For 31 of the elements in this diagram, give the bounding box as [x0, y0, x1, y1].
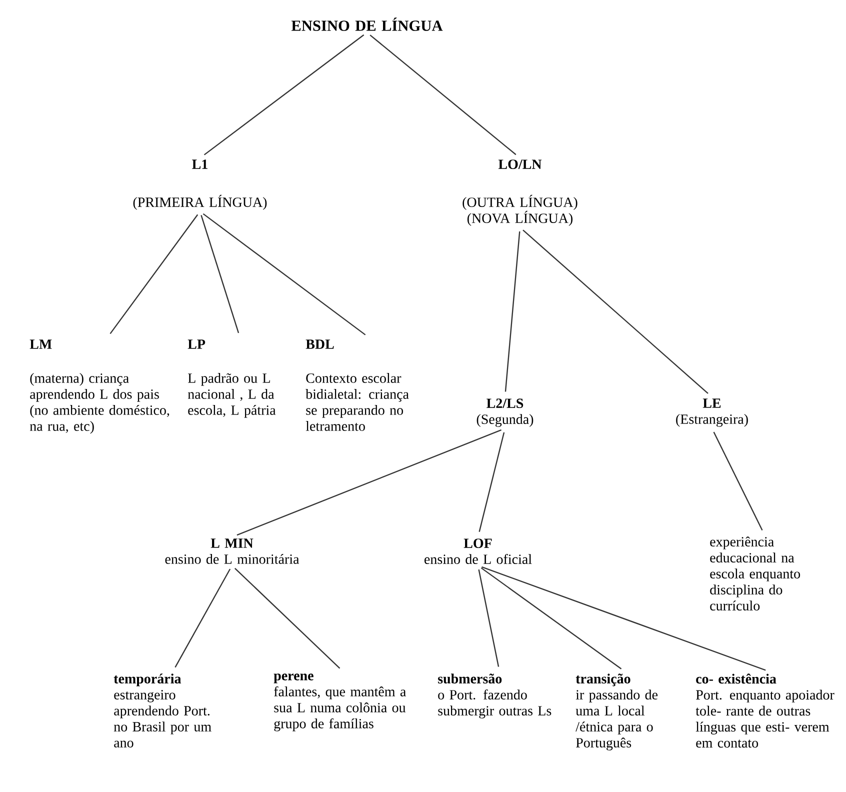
connector-line — [522, 230, 708, 394]
node-text: temporária estrangeiro aprendendo Port. no Brasil por um ano — [114, 674, 212, 748]
connector-line — [504, 231, 520, 392]
connector-line — [478, 432, 505, 532]
connector-line — [482, 566, 766, 671]
connector-line — [234, 568, 340, 669]
node-text: LE (Estrangeira) — [676, 398, 748, 427]
node-text: LP L padrão ou L nacional , L da escola, L pátria — [188, 340, 276, 418]
node-text: LO/LN (OUTRA LÍNGUA) (NOVA LÍNGUA) — [462, 160, 578, 226]
node-text: L MIN ensino de L minoritária — [165, 538, 300, 564]
node-text: L1 (PRIMEIRA LÍNGUA) — [133, 160, 267, 210]
node-text: perene falantes, que mantêm a sua L numa colônia ou grupo de famílias — [274, 674, 406, 732]
connector-line — [174, 568, 231, 668]
connector-line — [370, 34, 516, 156]
connector-line — [204, 34, 364, 156]
connector-line — [480, 567, 622, 670]
title-text: ENSINO DE LÍNGUA — [291, 18, 443, 31]
node-text: transição ir passando de uma L local /étnica para o Português — [576, 674, 658, 750]
connector-line — [200, 215, 240, 334]
node-text: LM (materna) criança aprendendo L dos pais (no ambiente doméstico, na rua, etc) — [30, 340, 170, 434]
connector-line — [202, 213, 366, 336]
node-text: L2/LS (Segunda) — [476, 398, 534, 427]
connector-line — [478, 569, 500, 667]
connector-line — [110, 214, 198, 334]
node-text: LOF ensino de L oficial — [424, 538, 532, 564]
node-text: co- existência Port. enquanto apoiador tole- rante de outras línguas que esti- verem em contato — [696, 674, 834, 748]
connector-line — [236, 429, 502, 536]
connector-line — [713, 432, 763, 530]
node-text: submersão o Port. fazendo submergir outras Ls — [438, 674, 552, 718]
node-text: experiência educacional na escola enquanto disciplina do currículo — [710, 536, 800, 610]
node-text: BDL Contexto escolar bidialetal: criança se preparando no letramento — [306, 340, 409, 431]
